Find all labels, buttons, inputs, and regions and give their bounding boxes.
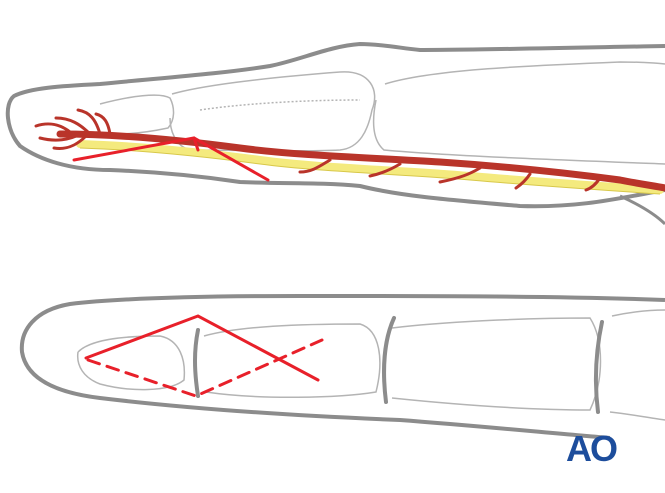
- lateral-finger-view: [5, 41, 665, 226]
- finger-pad-outline-lateral: [619, 194, 665, 226]
- ao-logo: AO: [566, 428, 618, 470]
- bones-lateral: [95, 61, 665, 165]
- digital-nerve-edge: [79, 147, 661, 195]
- bones-palmar: [76, 309, 665, 421]
- joint-creases: [193, 316, 604, 414]
- incision-lines-palmar: [84, 314, 324, 398]
- incision-lines-lateral: [72, 136, 270, 182]
- palmar-finger-view: [19, 293, 665, 440]
- finger-skin-outline-lateral: [5, 41, 665, 209]
- digital-nerve: [76, 140, 664, 194]
- ao-logo-text: AO: [566, 428, 618, 469]
- finger-skin-outline-palmar: [19, 293, 665, 440]
- artery-branches: [34, 108, 602, 192]
- digital-artery: [56, 130, 665, 192]
